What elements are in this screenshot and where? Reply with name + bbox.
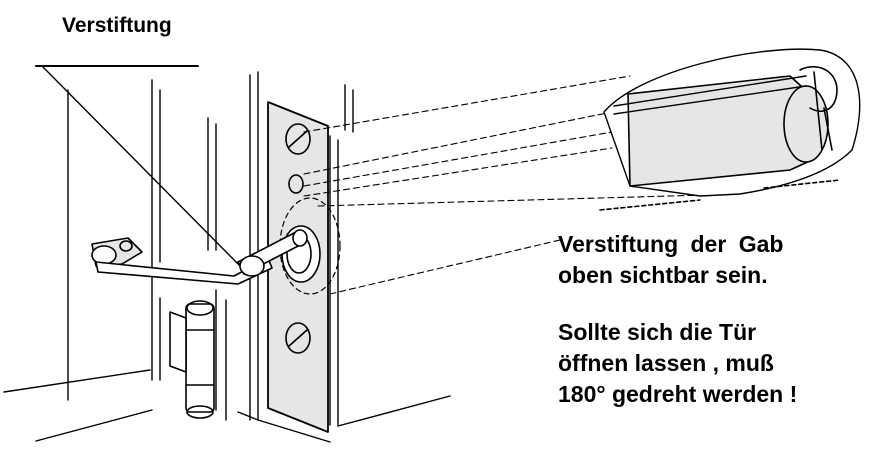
instruction-line: oben sichtbar sein. [558, 262, 768, 288]
callout-leader [35, 65, 247, 273]
projection-lines [303, 75, 741, 295]
magnify-circle [279, 197, 341, 295]
instruction-line: 180° gedreht werden ! [558, 381, 798, 407]
instruction-line: Verstiftung der Gab [558, 231, 784, 257]
strike-plate [267, 101, 329, 433]
instruction-rotate: Sollte sich die Tür öffnen lassen , muß … [558, 317, 797, 410]
closer-arm [91, 229, 308, 285]
callout-title: Verstiftung [62, 14, 172, 37]
door-frame [3, 71, 451, 443]
magnified-detail [599, 48, 861, 211]
hinge [169, 300, 215, 419]
instruction-pin-visible: Verstiftung der Gab oben sichtbar sein. [558, 229, 783, 291]
instruction-line: Sollte sich die Tür [558, 319, 757, 345]
instruction-line: öffnen lassen , muß [558, 350, 774, 376]
